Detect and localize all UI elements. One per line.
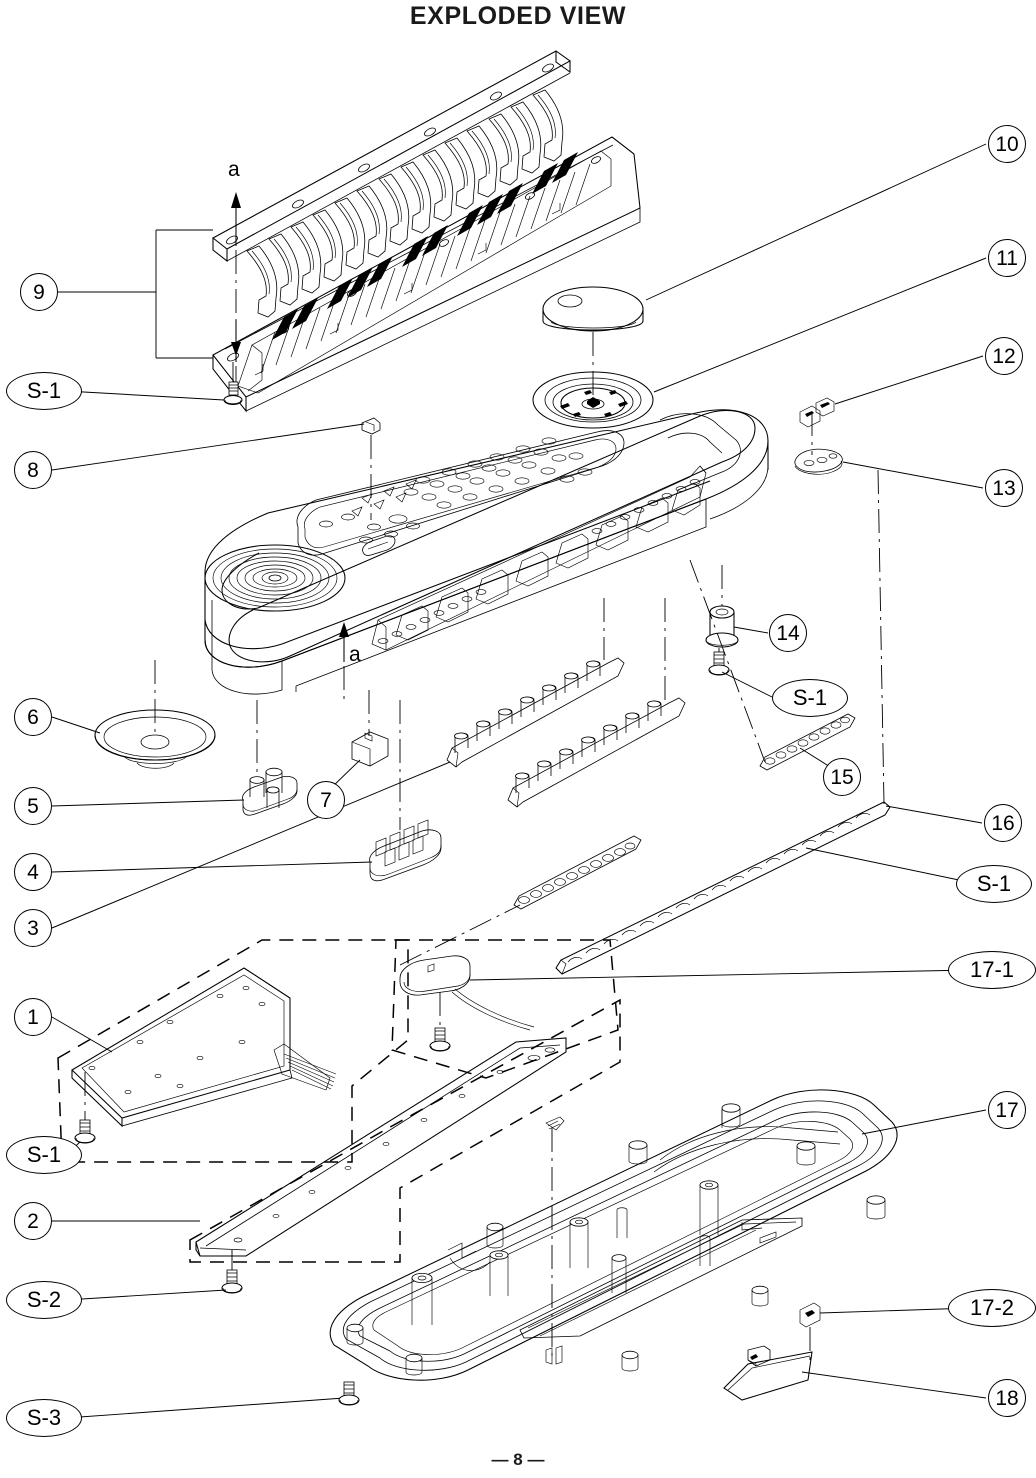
part-screw-s1-foot	[708, 648, 730, 676]
part-small-clip	[799, 1302, 821, 1360]
part-small-hook	[361, 417, 381, 520]
callout-17[interactable]: 17	[988, 1091, 1026, 1129]
callout-12[interactable]: 12	[985, 337, 1023, 375]
page-number: — 8 —	[491, 1450, 545, 1469]
callout-s-1-strip[interactable]: S-1	[956, 865, 1032, 903]
callout-17-2[interactable]: 17-2	[948, 1289, 1036, 1327]
part-cover-plate	[723, 1345, 813, 1401]
part-screw-s1-keybed	[223, 362, 243, 406]
part-switch-buttons	[799, 397, 835, 455]
datum-arrow-a-lower	[339, 622, 349, 700]
callout-14[interactable]: 14	[769, 614, 807, 652]
part-small-block	[351, 690, 389, 767]
callout-s-2[interactable]: S-2	[6, 1281, 82, 1319]
part-mounting-bracket	[189, 998, 621, 1294]
part-bottom-cabinet	[329, 1089, 898, 1381]
part-contact-pad	[391, 939, 619, 1079]
part-contact-strip-upper	[689, 559, 856, 771]
part-contact-strip-long	[555, 469, 891, 975]
part-rubber-foot	[705, 565, 739, 648]
callout-18[interactable]: 18	[988, 1379, 1026, 1417]
part-key-assembly	[212, 136, 641, 413]
part-button-cluster	[369, 700, 442, 882]
callout-5[interactable]: 5	[14, 787, 52, 825]
part-knob	[542, 286, 644, 395]
part-contact-strip-short	[399, 835, 642, 966]
part-hammer-rail	[212, 50, 571, 318]
callout-6[interactable]: 6	[14, 698, 52, 736]
callout-4[interactable]: 4	[14, 853, 52, 891]
datum-label-a-lower: a	[349, 643, 361, 666]
callout-13[interactable]: 13	[985, 469, 1023, 507]
callout-7[interactable]: 7	[307, 781, 345, 819]
callout-s-1-foot[interactable]: S-1	[772, 679, 848, 717]
part-jack-cluster	[242, 700, 298, 816]
leader-lines	[51, 143, 987, 1419]
callout-1[interactable]: 1	[14, 998, 52, 1036]
datum-label-a-upper: a	[228, 158, 240, 181]
datum-arrow-a-upper	[231, 192, 241, 398]
callout-16[interactable]: 16	[984, 804, 1022, 842]
callout-8[interactable]: 8	[14, 451, 52, 489]
part-main-pcb	[57, 939, 409, 1163]
callout-15[interactable]: 15	[823, 758, 861, 796]
part-screw-s3	[338, 1381, 360, 1406]
callout-10[interactable]: 10	[988, 125, 1026, 163]
part-rotary-switch	[532, 371, 654, 429]
part-top-cabinet	[204, 409, 769, 695]
speaker-grille	[204, 544, 346, 612]
part-key-switch-strip-lower	[507, 598, 686, 808]
part-speaker	[94, 660, 216, 769]
callout-11[interactable]: 11	[988, 239, 1026, 277]
callout-9[interactable]: 9	[20, 273, 58, 311]
page-title: EXPLODED VIEW	[409, 2, 627, 30]
callout-s-1-keybed[interactable]: S-1	[6, 372, 82, 410]
callout-3[interactable]: 3	[14, 909, 52, 947]
part-curved-plate	[794, 448, 843, 475]
callout-2[interactable]: 2	[14, 1202, 52, 1240]
callout-17-1[interactable]: 17-1	[948, 951, 1036, 989]
part-key-switch-strip-upper	[446, 598, 625, 768]
callout-s-1-pcb[interactable]: S-1	[6, 1136, 82, 1174]
callout-s-3[interactable]: S-3	[6, 1399, 82, 1437]
